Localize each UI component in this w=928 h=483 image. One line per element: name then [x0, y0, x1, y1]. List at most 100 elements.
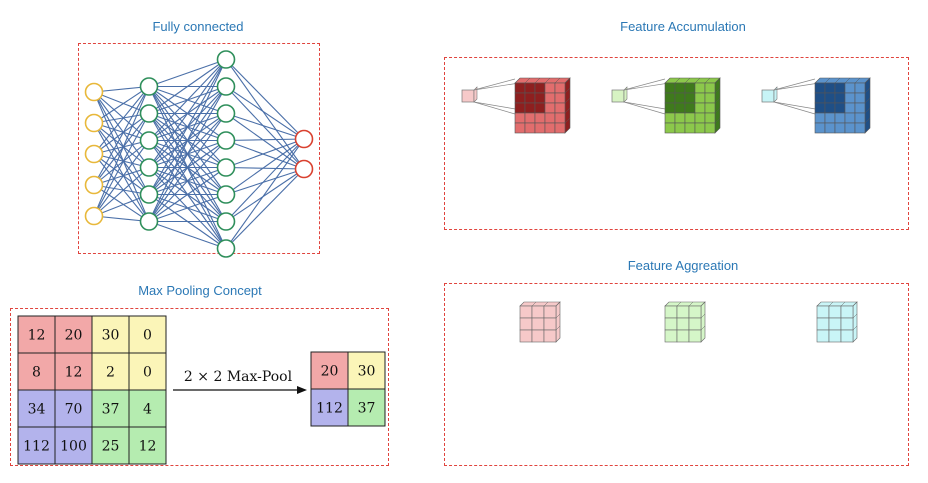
projection-line	[623, 78, 666, 91]
neural-network-diagram	[84, 50, 314, 258]
connection-line	[148, 220, 227, 250]
cube-grid-line	[852, 313, 858, 319]
fully-connected-panel	[78, 43, 320, 258]
cube-cell	[534, 92, 546, 104]
cube-cell	[543, 329, 557, 343]
feature-aggregation-title: Feature Aggreation	[627, 258, 739, 273]
connection-line	[225, 138, 305, 222]
feature-aggregation-panel	[444, 283, 909, 466]
feature-cube	[664, 77, 721, 134]
cube-cell	[514, 82, 526, 94]
feature-accumulation-diagram	[461, 77, 871, 134]
cube-cell	[854, 82, 866, 94]
cube-cell	[519, 305, 533, 319]
output-cell-value: 37	[358, 401, 376, 417]
cube-cell	[674, 102, 686, 114]
cube-cell	[688, 329, 702, 343]
cube-cell	[824, 112, 836, 124]
connection-line	[225, 113, 305, 170]
cube-cell	[854, 92, 866, 104]
cube-grid-line	[714, 87, 721, 94]
cube-cell	[704, 122, 716, 134]
connection-line	[93, 167, 150, 217]
cube-cell	[664, 112, 676, 124]
cube-grid-line	[674, 77, 681, 84]
cube-cell	[828, 329, 842, 343]
cube-top-face	[514, 77, 571, 84]
cube-grid-line	[555, 325, 561, 331]
cube-cell	[844, 112, 856, 124]
cube-cell	[674, 82, 686, 94]
accumulation-group	[461, 78, 546, 115]
connection-line	[225, 59, 305, 170]
output-cell-value: 30	[358, 364, 376, 380]
cube-grid-line	[564, 117, 571, 124]
accumulation-group	[761, 78, 846, 115]
input-cell-value: 30	[102, 328, 120, 344]
cube-cell	[844, 122, 856, 134]
cube-cell	[544, 82, 556, 94]
cube-cell	[834, 92, 846, 104]
connection-line	[225, 138, 305, 169]
input-cell	[91, 352, 130, 391]
cube-cell	[840, 317, 854, 331]
input-cell-value: 20	[65, 328, 83, 344]
input-cell	[54, 426, 93, 465]
cube-grid-line	[824, 77, 831, 84]
cube-cell	[531, 329, 545, 343]
pool-operation-label: 2 × 2 Max-Pool	[184, 369, 293, 385]
connection-line	[93, 139, 150, 155]
cube-cell	[704, 82, 716, 94]
connection-line	[148, 167, 227, 222]
cube-cell	[814, 82, 826, 94]
connection-lines	[93, 58, 305, 250]
cube-cell	[554, 112, 566, 124]
cube-cell	[676, 329, 690, 343]
input-cell	[91, 389, 130, 428]
cube-cell	[684, 102, 696, 114]
cube-cell	[688, 305, 702, 319]
cube-grid-line	[564, 87, 571, 94]
cube-cell	[834, 82, 846, 94]
cube-cell	[544, 92, 556, 104]
cube-cell	[704, 102, 716, 114]
cube-cell	[854, 112, 866, 124]
cube-grid-line	[864, 97, 871, 104]
connection-line	[148, 193, 227, 223]
output-cell-value: 20	[321, 364, 339, 380]
cube-cell	[844, 102, 856, 114]
input-cell	[128, 389, 167, 428]
neuron-input	[84, 113, 104, 133]
cube-grid-line	[688, 301, 694, 307]
kernel-side	[773, 86, 778, 103]
input-cell	[128, 426, 167, 465]
cube-cell	[554, 82, 566, 94]
cube-cell	[664, 329, 678, 343]
feature-accumulation-panel	[444, 57, 909, 230]
kernel-side	[623, 86, 628, 103]
input-cell	[17, 426, 56, 465]
cube-side-face	[864, 77, 871, 134]
connection-line	[93, 91, 150, 141]
cube-grid-line	[700, 313, 706, 319]
connection-line	[93, 122, 150, 195]
connection-line	[225, 59, 305, 140]
connection-line	[93, 193, 150, 217]
cube-grid-line	[694, 77, 701, 84]
input-cell-value: 37	[102, 402, 120, 418]
connection-line	[148, 59, 227, 114]
cube-cell	[684, 82, 696, 94]
cube-cell	[844, 92, 856, 104]
connection-line	[93, 122, 150, 168]
projection-line	[773, 78, 816, 91]
connection-line	[148, 59, 227, 168]
cube-cell	[688, 317, 702, 331]
neuron-hidden	[216, 77, 236, 96]
input-cell-value: 8	[32, 365, 41, 381]
input-cell-value: 70	[65, 402, 83, 418]
feature-aggregation-diagram	[519, 301, 858, 343]
cube-grid-line	[864, 117, 871, 124]
connection-line	[93, 184, 150, 222]
cube-cell	[554, 102, 566, 114]
